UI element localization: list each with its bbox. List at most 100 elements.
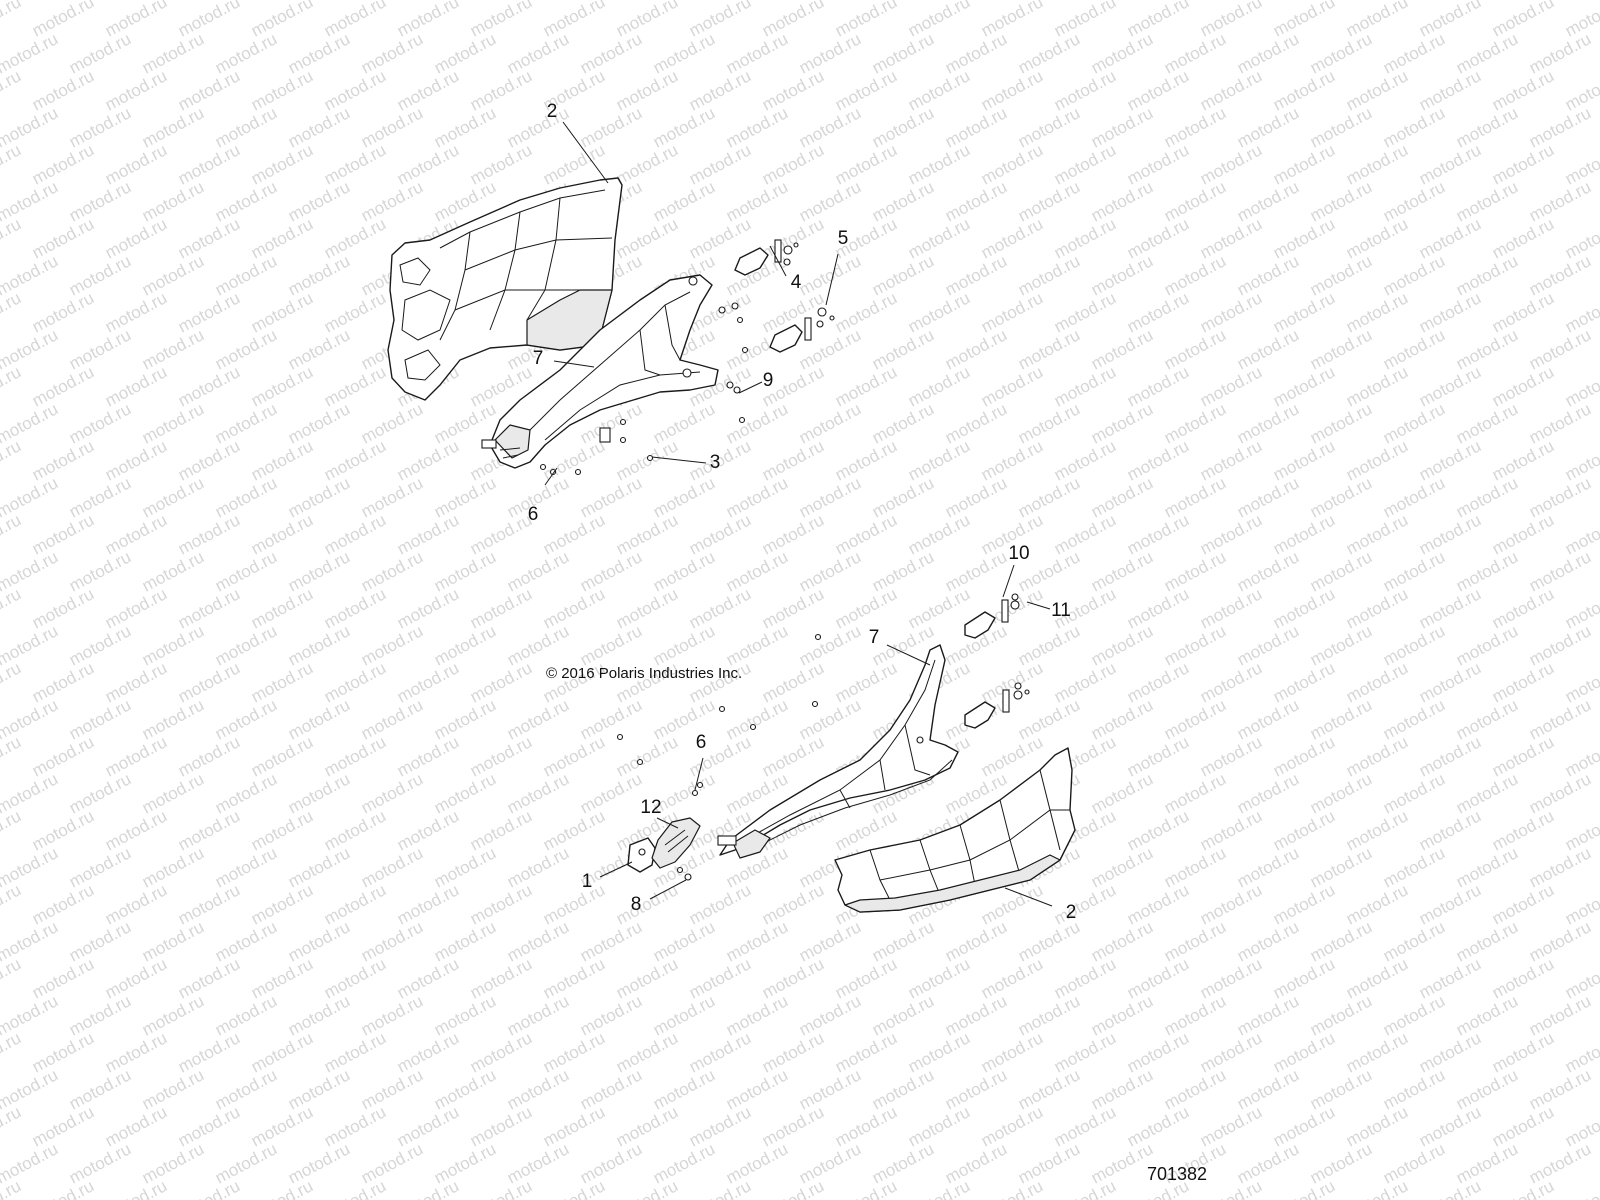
watermark-text: motod.ru <box>1197 1176 1265 1200</box>
watermark-text: motod.ru <box>1453 473 1521 521</box>
watermark-text: motod.ru <box>139 991 207 1039</box>
watermark-text: motod.ru <box>1270 954 1338 1002</box>
watermark-text: motod.ru <box>942 991 1010 1039</box>
watermark-text: motod.ru <box>759 1176 827 1200</box>
watermark-text: motod.ru <box>285 621 353 669</box>
watermark-text: motod.ru <box>796 547 864 595</box>
watermark-text: motod.ru <box>102 1102 170 1150</box>
watermark-text: motod.ru <box>1197 806 1265 854</box>
callout-6: 6 <box>696 732 707 753</box>
watermark-text: motod.ru <box>102 66 170 114</box>
watermark-text: motod.ru <box>978 1176 1046 1200</box>
watermark-text: motod.ru <box>1234 917 1302 965</box>
watermark-text: motod.ru <box>1088 695 1156 743</box>
watermark-text: motod.ru <box>431 769 499 817</box>
watermark-text: motod.ru <box>394 732 462 780</box>
callout-8: 8 <box>631 894 642 915</box>
watermark-text: motod.ru <box>832 954 900 1002</box>
watermark-text: motod.ru <box>467 0 535 41</box>
watermark-text: motod.ru <box>1124 1102 1192 1150</box>
watermark-text: motod.ru <box>723 547 791 595</box>
watermark-text: motod.ru <box>1051 880 1119 928</box>
watermark-text: motod.ru <box>431 473 499 521</box>
watermark-text: motod.ru <box>321 214 389 262</box>
callout-1: 1 <box>582 871 593 892</box>
watermark-text: motod.ru <box>905 214 973 262</box>
watermark-text: motod.ru <box>905 510 973 558</box>
watermark-text: motod.ru <box>1270 732 1338 780</box>
watermark-text: motod.ru <box>613 1028 681 1076</box>
watermark-text: motod.ru <box>431 917 499 965</box>
watermark-text: motod.ru <box>139 29 207 77</box>
watermark-text: motod.ru <box>467 510 535 558</box>
watermark-text: motod.ru <box>723 103 791 151</box>
watermark-text: motod.ru <box>1015 325 1083 373</box>
watermark-text: motod.ru <box>1051 658 1119 706</box>
watermark-text: motod.ru <box>29 954 97 1002</box>
watermark-text: motod.ru <box>431 547 499 595</box>
watermark-text: motod.ru <box>1562 1176 1600 1200</box>
watermark-text: motod.ru <box>1380 325 1448 373</box>
watermark-text: motod.ru <box>1270 658 1338 706</box>
watermark-text: motod.ru <box>540 732 608 780</box>
watermark-text: motod.ru <box>467 732 535 780</box>
watermark-text: motod.ru <box>321 1102 389 1150</box>
watermark-text: motod.ru <box>1416 436 1484 484</box>
watermark-text: motod.ru <box>869 547 937 595</box>
watermark-text: motod.ru <box>1307 251 1375 299</box>
watermark-text: motod.ru <box>1197 584 1265 632</box>
watermark-text: motod.ru <box>869 917 937 965</box>
watermark-text: motod.ru <box>394 510 462 558</box>
watermark-text: motod.ru <box>1015 473 1083 521</box>
watermark-text: motod.ru <box>1051 362 1119 410</box>
watermark-text: motod.ru <box>1380 547 1448 595</box>
watermark-text: motod.ru <box>1088 991 1156 1039</box>
watermark-text: motod.ru <box>66 991 134 1039</box>
watermark-text: motod.ru <box>1489 0 1557 41</box>
watermark-text: motod.ru <box>321 880 389 928</box>
figure-number: 701382 <box>1147 1164 1207 1184</box>
watermark-text: motod.ru <box>1453 399 1521 447</box>
callout-3: 3 <box>710 452 721 473</box>
watermark-text: motod.ru <box>139 399 207 447</box>
watermark-text: motod.ru <box>29 1028 97 1076</box>
watermark-text: motod.ru <box>394 806 462 854</box>
watermark-text: motod.ru <box>175 140 243 188</box>
watermark-text: motod.ru <box>577 29 645 77</box>
watermark-text: motod.ru <box>467 954 535 1002</box>
watermark-text: motod.ru <box>1416 732 1484 780</box>
watermark-text: motod.ru <box>1270 1176 1338 1200</box>
watermark-text: motod.ru <box>1161 843 1229 891</box>
watermark-text: motod.ru <box>869 1139 937 1187</box>
door-frame-lower <box>717 644 959 859</box>
watermark-text: motod.ru <box>1453 991 1521 1039</box>
watermark-text: motod.ru <box>285 991 353 1039</box>
watermark-text: motod.ru <box>796 177 864 225</box>
watermark-text: motod.ru <box>577 1139 645 1187</box>
watermark-text: motod.ru <box>0 66 24 114</box>
watermark-text: motod.ru <box>759 214 827 262</box>
watermark-text: motod.ru <box>248 140 316 188</box>
watermark-text: motod.ru <box>978 362 1046 410</box>
watermark-text: motod.ru <box>102 1028 170 1076</box>
watermark-text: motod.ru <box>1416 880 1484 928</box>
watermark-text: motod.ru <box>66 769 134 817</box>
watermark-text: motod.ru <box>0 954 24 1002</box>
watermark-text: motod.ru <box>358 547 426 595</box>
watermark-text: motod.ru <box>796 103 864 151</box>
watermark-text: motod.ru <box>29 1176 97 1200</box>
watermark-text: motod.ru <box>1015 103 1083 151</box>
watermark-text: motod.ru <box>1416 288 1484 336</box>
watermark-text: motod.ru <box>905 66 973 114</box>
watermark-text: motod.ru <box>1088 843 1156 891</box>
watermark-text: motod.ru <box>139 843 207 891</box>
watermark-text: motod.ru <box>796 991 864 1039</box>
watermark-text: motod.ru <box>1197 140 1265 188</box>
watermark-text: motod.ru <box>1161 399 1229 447</box>
watermark-text: motod.ru <box>1197 510 1265 558</box>
watermark-text: motod.ru <box>686 954 754 1002</box>
watermark-text: motod.ru <box>358 769 426 817</box>
watermark-text: motod.ru <box>358 399 426 447</box>
watermark-text: motod.ru <box>1015 621 1083 669</box>
watermark-text: motod.ru <box>139 917 207 965</box>
